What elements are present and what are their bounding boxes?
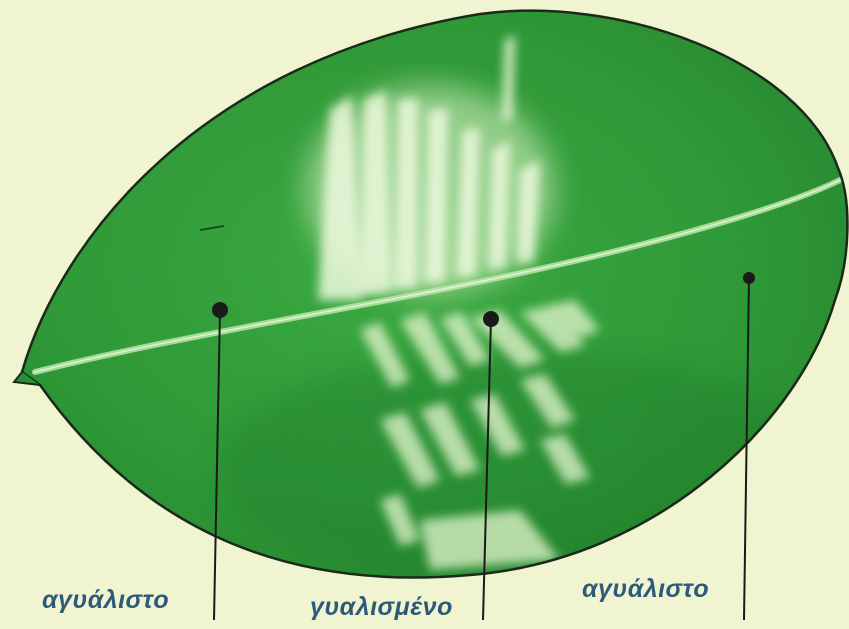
label-unpolished-left: αγυάλιστο [42,586,169,614]
label-polished-center: γυαλισμένο [310,593,453,621]
label-unpolished-right: αγυάλιστο [582,575,709,603]
